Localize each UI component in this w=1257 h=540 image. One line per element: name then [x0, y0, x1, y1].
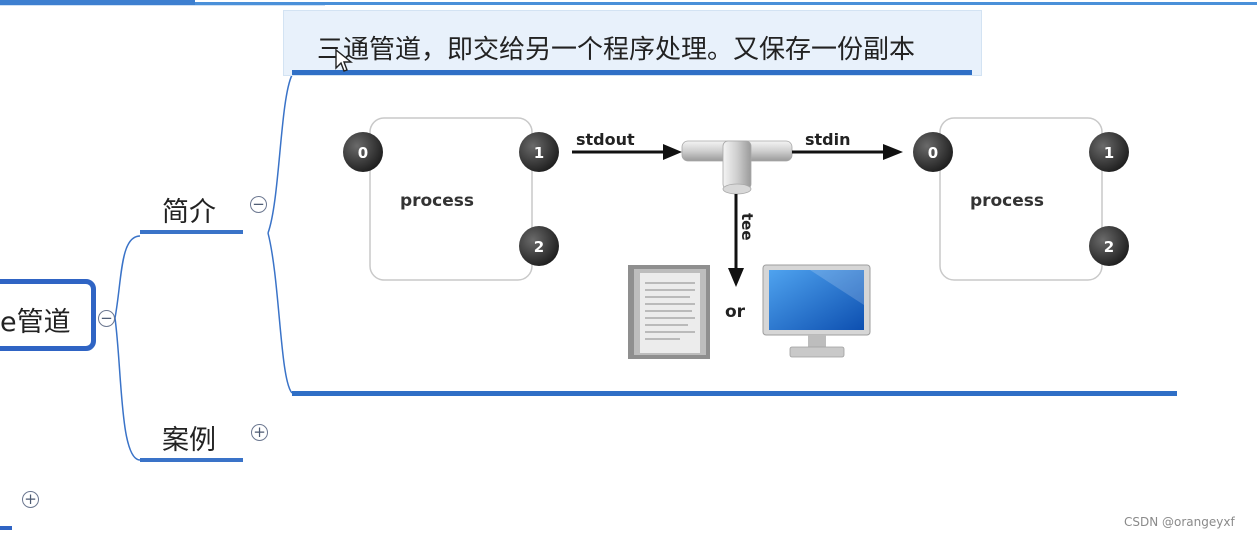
topic-note-box[interactable]	[283, 10, 982, 76]
tee-diagram: process 0 1 2 stdout stdin tee	[343, 117, 1129, 359]
left-port-2-label: 2	[534, 238, 544, 256]
connector-root-to-intro	[114, 235, 141, 319]
stdin-label: stdin	[805, 130, 851, 149]
topic-note-underline	[292, 70, 972, 75]
branch-intro-label[interactable]: 简介	[162, 197, 216, 228]
right-port-0-label: 0	[928, 144, 938, 162]
left-port-1	[519, 132, 559, 172]
stdin-arrowhead	[883, 144, 903, 160]
left-port-2	[519, 226, 559, 266]
branch-case-label[interactable]: 案例	[162, 425, 216, 456]
tee-label: tee	[738, 213, 756, 241]
mouse-cursor-icon	[335, 48, 353, 72]
stdout-arrowhead	[663, 144, 682, 160]
intro-content-bottom-line	[292, 391, 1177, 396]
active-tab-indicator[interactable]	[0, 0, 195, 5]
right-port-2	[1089, 226, 1129, 266]
tab-strip-highlight	[0, 5, 325, 6]
branch-case-expand-button[interactable]: +	[251, 424, 268, 441]
tee-pipe-outlet	[722, 183, 752, 195]
tab-strip-line	[195, 2, 1257, 5]
right-port-0	[913, 132, 953, 172]
left-process-box	[369, 117, 533, 281]
root-node[interactable]	[0, 279, 96, 351]
connector-intro-to-content	[267, 74, 293, 234]
tee-pipe-vertical	[722, 140, 752, 190]
topic-note-text: 三通管道，即交给另一个程序处理。又保存一份副本	[317, 35, 916, 65]
extra-node-expand-button[interactable]: +	[22, 491, 39, 508]
document-icon	[628, 265, 710, 359]
or-label: or	[725, 302, 746, 322]
root-node-label: e管道	[0, 307, 71, 338]
stdout-label: stdout	[576, 130, 635, 149]
left-port-0-label: 0	[358, 144, 368, 162]
connector-root-to-case	[114, 317, 141, 461]
branch-intro-underline	[140, 230, 243, 234]
left-port-1-label: 1	[534, 144, 544, 162]
branch-case-underline	[140, 458, 243, 462]
tee-arrowhead	[728, 268, 744, 287]
right-port-1-label: 1	[1104, 144, 1114, 162]
left-process-label: process	[400, 191, 474, 211]
left-port-0	[343, 132, 383, 172]
right-process-box	[939, 117, 1103, 281]
branch-intro-collapse-button[interactable]: −	[250, 196, 267, 213]
connector-intro-to-bottom	[267, 232, 293, 394]
right-port-1	[1089, 132, 1129, 172]
right-process-label: process	[970, 191, 1044, 211]
monitor-icon	[762, 264, 871, 358]
top-tab-strip	[0, 0, 1257, 6]
root-collapse-button[interactable]: −	[98, 310, 115, 327]
right-port-2-label: 2	[1104, 238, 1114, 256]
watermark-text: CSDN @orangeyxf	[1124, 515, 1235, 529]
